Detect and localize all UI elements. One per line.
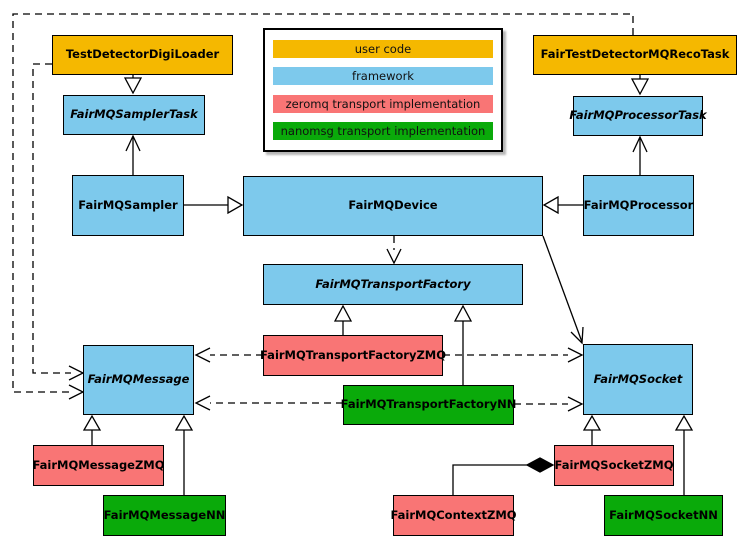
fairtestdetectormqrecotask-to-fairmqmessage-dependency bbox=[12, 13, 634, 393]
class-label: FairMQProcessorTask bbox=[569, 108, 707, 123]
legend-label: zeromq transport implementation bbox=[285, 96, 481, 111]
testdetectordigiloader-to-fairmqmessage-dependency bbox=[32, 63, 71, 374]
class-box-fairmqsocket: FairMQSocket bbox=[583, 344, 693, 415]
fairmqprocessor-to-fairmqprocessortask-association bbox=[632, 135, 648, 153]
class-box-fairmqcontextzmq: FairMQContextZMQ bbox=[390, 495, 517, 536]
class-box-testdetectordigiloader: TestDetectorDigiLoader bbox=[52, 35, 233, 75]
testdetectordigiloader-to-fairmqsamplertask-inheritance bbox=[123, 77, 143, 95]
class-box-fairtestdetectormqrecotask: FairTestDetectorMQRecoTask bbox=[533, 35, 737, 75]
legend-label: user code bbox=[354, 41, 412, 56]
class-label: FairMQSamplerTask bbox=[70, 107, 198, 122]
class-label: TestDetectorDigiLoader bbox=[65, 47, 220, 62]
class-label: FairMQMessageZMQ bbox=[32, 457, 165, 472]
class-label: FairMQMessageNN bbox=[103, 507, 226, 522]
legend-label: nanomsg transport implementation bbox=[280, 124, 486, 139]
fairmqdevice-to-fairmqsocket-association bbox=[570, 326, 584, 345]
class-box-fairmqtransportfactoryzmq: FairMQTransportFactoryZMQ bbox=[260, 335, 447, 376]
legend: user code framework zeromq transport imp… bbox=[263, 28, 503, 152]
fairmqtransportfactorynn-to-fairmqsocket-dependency bbox=[567, 396, 584, 412]
class-label: FairMQSocketNN bbox=[609, 507, 718, 522]
class-box-fairmqsampler: FairMQSampler bbox=[72, 175, 184, 236]
fairmqsocketnn-to-fairmqsocket-inheritance bbox=[674, 414, 694, 431]
fairtestdetectormqrecotask-to-fairmqprocessortask-inheritance bbox=[630, 78, 650, 96]
class-label: FairMQTransportFactoryNN bbox=[340, 397, 517, 412]
class-box-fairmqmessage: FairMQMessage bbox=[83, 345, 194, 415]
class-label: FairMQTransportFactory bbox=[315, 276, 471, 291]
fairmqtransportfactoryzmq-to-fairmqmessage-dependency bbox=[194, 347, 211, 363]
class-label: FairTestDetectorMQRecoTask bbox=[540, 47, 730, 62]
fairmqtransportfactoryzmq-to-fairmqtransportfactory-inheritance bbox=[333, 304, 353, 322]
class-box-fairmqmessagezmq: FairMQMessageZMQ bbox=[32, 445, 165, 486]
class-box-fairmqtransportfactory: FairMQTransportFactory bbox=[263, 264, 523, 305]
class-label: FairMQSocketZMQ bbox=[554, 457, 674, 472]
class-label: FairMQContextZMQ bbox=[390, 507, 517, 522]
testdetectordigiloader-to-fairmqmessage-dependency bbox=[68, 365, 85, 381]
fairmqsampler-to-fairmqsamplertask-association bbox=[125, 134, 141, 152]
fairmqmessagenn-to-fairmqmessage-inheritance bbox=[174, 414, 194, 431]
class-box-fairmqmessagenn: FairMQMessageNN bbox=[103, 495, 226, 536]
class-box-fairmqsamplertask: FairMQSamplerTask bbox=[63, 95, 205, 135]
fairmqsocketzmq-to-fairmqsocket-inheritance bbox=[582, 414, 602, 431]
class-label: FairMQSocket bbox=[593, 371, 683, 386]
fairmqmessagezmq-to-fairmqmessage-inheritance bbox=[82, 414, 102, 431]
fairmqtransportfactorynn-to-fairmqtransportfactory-inheritance bbox=[453, 304, 473, 322]
class-label: FairMQDevice bbox=[348, 198, 438, 213]
class-label: FairMQMessage bbox=[87, 372, 190, 387]
class-box-fairmqtransportfactorynn: FairMQTransportFactoryNN bbox=[340, 385, 517, 425]
class-label: FairMQSampler bbox=[78, 197, 178, 212]
legend-label: framework bbox=[352, 69, 414, 84]
class-box-fairmqsocketzmq: FairMQSocketZMQ bbox=[554, 445, 674, 486]
fairmqcontextzmq-to-fairmqsocketzmq-composition bbox=[452, 464, 528, 495]
class-box-fairmqsocketnn: FairMQSocketNN bbox=[604, 495, 723, 536]
fairmqdevice-to-fairmqsocket-association bbox=[542, 235, 583, 343]
class-label: FairMQTransportFactoryZMQ bbox=[260, 347, 447, 362]
fairmqtransportfactorynn-to-fairmqmessage-dependency bbox=[194, 395, 211, 411]
fairmqdevice-to-fairmqtransportfactory-dependency bbox=[386, 248, 402, 265]
legend-item-framework: framework bbox=[273, 67, 493, 86]
class-box-fairmqprocessortask: FairMQProcessorTask bbox=[569, 96, 707, 136]
class-box-fairmqdevice: FairMQDevice bbox=[243, 176, 543, 236]
fairtestdetectormqrecotask-to-fairmqmessage-dependency bbox=[68, 384, 85, 400]
fairmqtransportfactoryzmq-to-fairmqsocket-dependency bbox=[567, 347, 584, 363]
class-label: FairMQProcessor bbox=[583, 197, 694, 212]
fairmqcontextzmq-to-fairmqsocketzmq-composition bbox=[525, 457, 555, 473]
legend-item-nanomsg: nanomsg transport implementation bbox=[273, 122, 493, 141]
class-box-fairmqprocessor: FairMQProcessor bbox=[583, 175, 694, 236]
fairmqsampler-to-fairmqdevice-inheritance bbox=[227, 195, 244, 215]
legend-item-zeromq: zeromq transport implementation bbox=[273, 94, 493, 113]
fairmqprocessor-to-fairmqdevice-inheritance bbox=[542, 195, 559, 215]
legend-item-user-code: user code bbox=[273, 39, 493, 58]
